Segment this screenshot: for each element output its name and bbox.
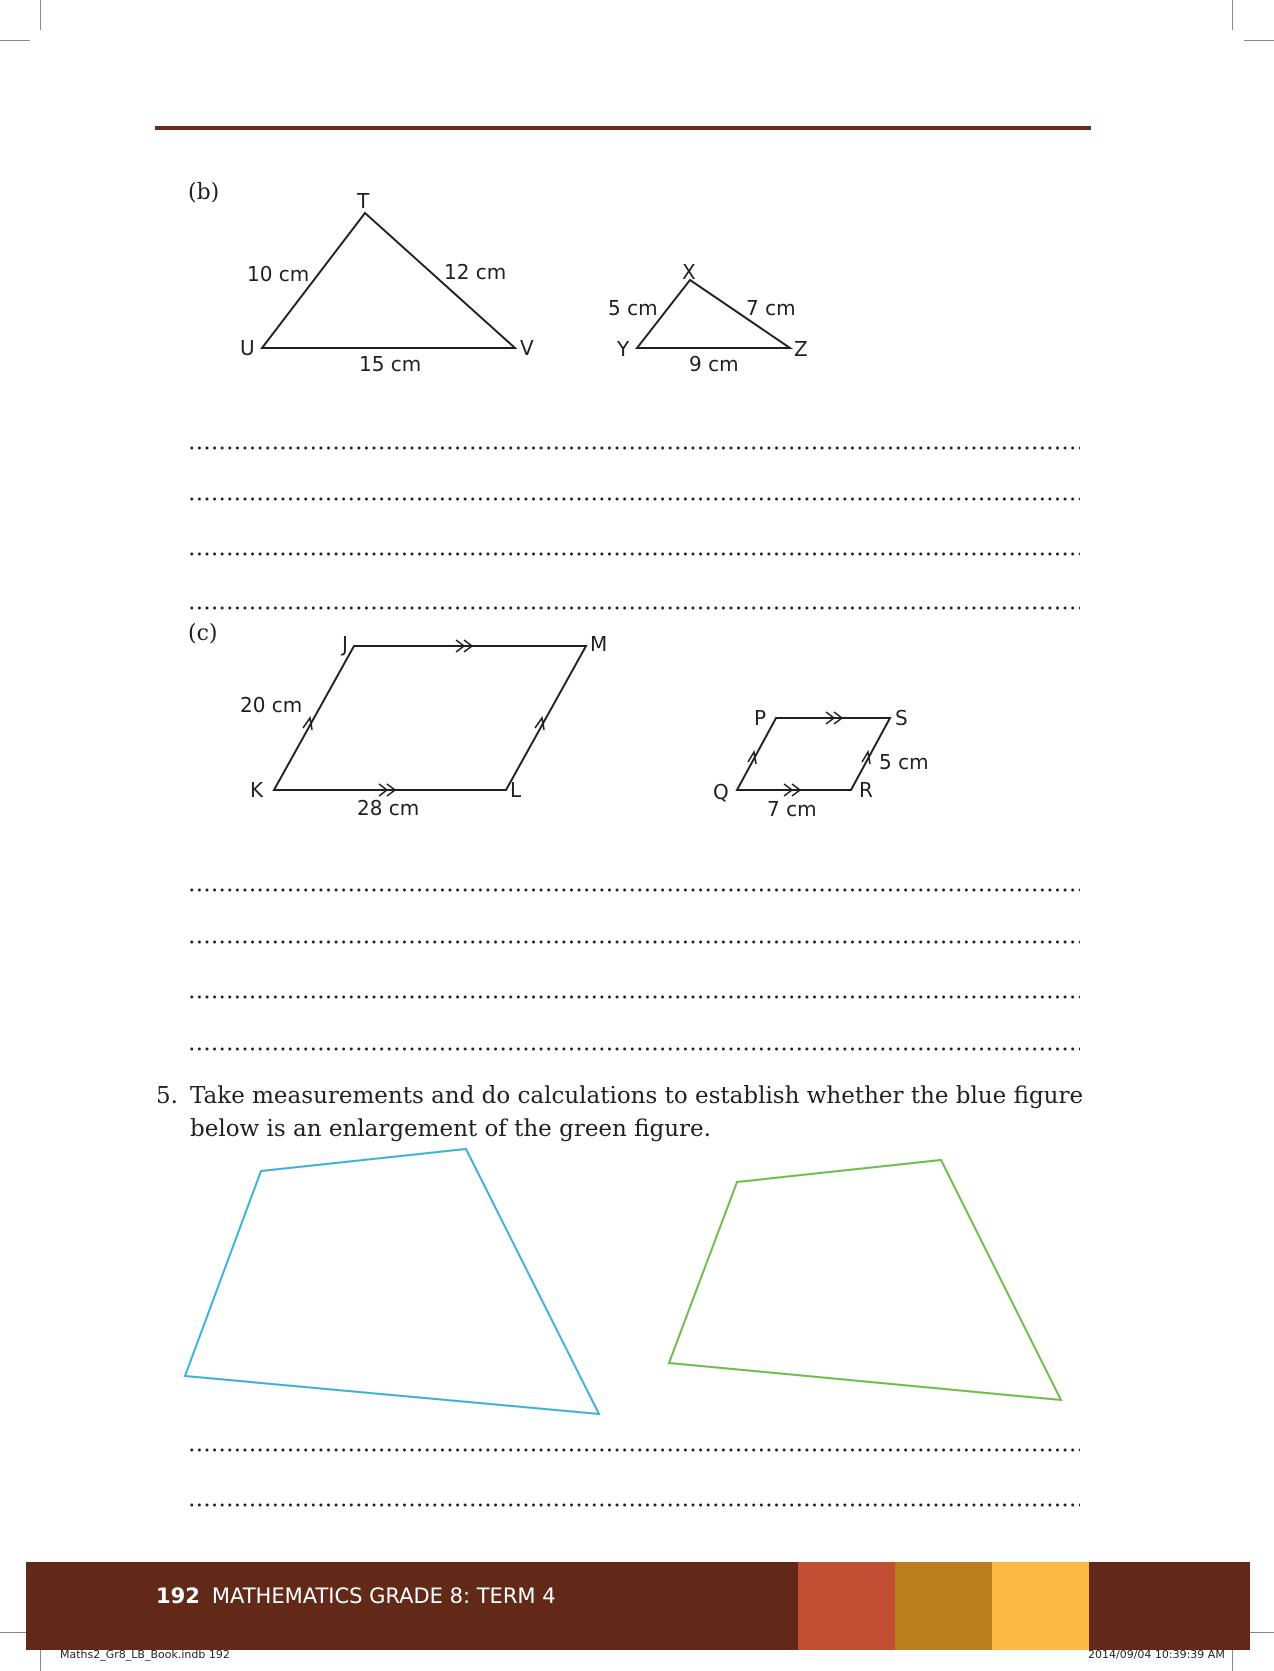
side-kl-label: 28 cm <box>357 796 419 820</box>
question-number: 5. <box>156 1083 178 1109</box>
side-jk-label: 20 cm <box>240 693 302 717</box>
parallel-marker-icon <box>302 715 313 731</box>
crop-mark <box>0 1632 30 1633</box>
blue-figure <box>183 1147 601 1416</box>
footer-heading: MATHEMATICS GRADE 8: TERM 4 <box>211 1584 556 1608</box>
vertex-l-label: L <box>510 778 522 802</box>
parallelogram-jklm: J M K L 20 cm 28 cm <box>240 632 607 820</box>
question-text: Take measurements and do calculations to… <box>190 1083 1084 1142</box>
question-5: 5. Take measurements and do calculations… <box>156 1080 1086 1146</box>
crop-mark <box>1244 40 1274 41</box>
parallel-marker-icon <box>455 639 474 653</box>
vertex-k-label: K <box>250 778 264 802</box>
answer-line <box>188 1503 1080 1507</box>
page-number: 192 <box>156 1584 200 1608</box>
answer-line <box>188 446 1080 450</box>
green-figure <box>667 1158 1063 1402</box>
side-yz-label: 9 cm <box>689 352 739 376</box>
part-b-label: (b) <box>188 180 220 205</box>
parallel-marker-icon <box>783 783 802 797</box>
side-xy-label: 5 cm <box>608 296 658 320</box>
parallel-marker-icon <box>534 715 545 731</box>
parallel-marker-icon <box>747 749 757 765</box>
parallel-marker-icon <box>378 783 397 797</box>
vertex-s-label: S <box>895 706 908 730</box>
parallelogram-pqrs: P S Q R 5 cm 7 cm <box>713 706 929 821</box>
vertex-p-label: P <box>754 706 766 730</box>
footer-color-block <box>895 1562 992 1650</box>
triangle-tuv-shape <box>259 211 518 349</box>
answer-line <box>188 995 1080 999</box>
vertex-u-label: U <box>240 336 255 360</box>
crop-mark <box>40 0 41 30</box>
answer-line <box>188 1448 1080 1452</box>
vertex-q-label: Q <box>713 780 729 804</box>
side-tv-label: 12 cm <box>444 260 506 284</box>
vertex-x-label: X <box>682 260 696 284</box>
footer-color-block <box>992 1562 1089 1650</box>
side-xz-label: 7 cm <box>746 296 796 320</box>
answer-line <box>188 940 1080 944</box>
footer-title: 192 MATHEMATICS GRADE 8: TERM 4 <box>156 1584 556 1608</box>
crop-mark <box>1232 1642 1233 1671</box>
footer-bar: 192 MATHEMATICS GRADE 8: TERM 4 <box>26 1562 1250 1650</box>
crop-mark <box>40 1642 41 1671</box>
vertex-v-label: V <box>520 336 534 360</box>
vertex-y-label: Y <box>616 337 630 361</box>
answer-line <box>188 606 1080 610</box>
triangle-xyz-shape <box>634 278 794 349</box>
part-c-label: (c) <box>188 621 218 646</box>
side-uv-label: 15 cm <box>359 352 421 376</box>
crop-mark <box>0 40 30 41</box>
answer-line <box>188 1047 1080 1051</box>
print-slug-file: Maths2_Gr8_LB_Book.indb 192 <box>60 1648 230 1661</box>
print-slug-timestamp: 2014/09/04 10:39:39 AM <box>1088 1648 1225 1661</box>
crop-mark <box>1244 1632 1274 1633</box>
footer-color-block <box>798 1562 895 1650</box>
parallel-marker-icon <box>861 749 871 765</box>
vertex-m-label: M <box>590 632 607 656</box>
answer-line <box>188 552 1080 556</box>
vertex-r-label: R <box>859 778 873 802</box>
header-rule <box>155 126 1091 130</box>
parallel-marker-icon <box>825 711 844 725</box>
parallelogram-jklm-shape <box>272 645 588 791</box>
answer-line <box>188 497 1080 501</box>
vertex-t-label: T <box>356 189 370 213</box>
triangle-xyz: X Y Z 5 cm 7 cm 9 cm <box>608 260 808 376</box>
side-rs-label: 5 cm <box>879 750 929 774</box>
side-tu-label: 10 cm <box>247 262 309 286</box>
side-qr-label: 7 cm <box>767 797 817 821</box>
answer-line <box>188 888 1080 892</box>
parallelogram-pqrs-shape <box>735 717 892 791</box>
vertex-j-label: J <box>340 632 348 656</box>
triangle-tuv: T U V 10 cm 12 cm 15 cm <box>240 189 534 376</box>
vertex-z-label: Z <box>794 337 808 361</box>
crop-mark <box>1232 0 1233 30</box>
